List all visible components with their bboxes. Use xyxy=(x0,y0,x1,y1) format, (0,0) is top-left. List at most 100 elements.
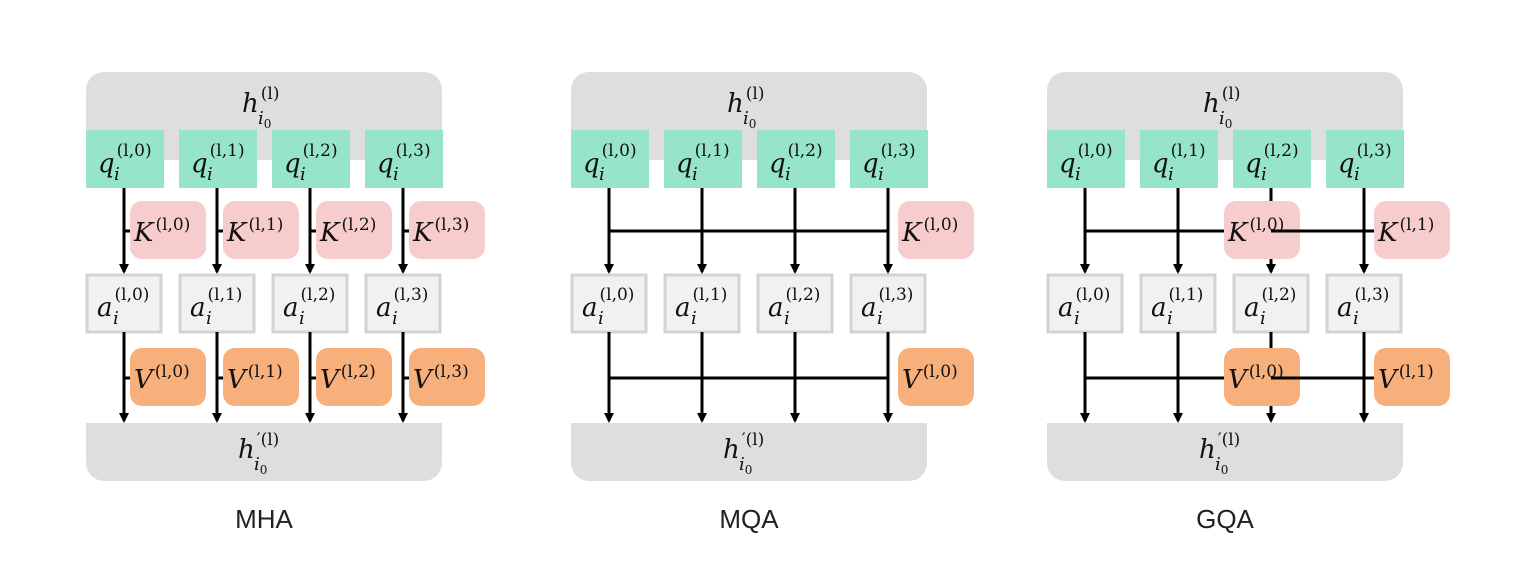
value-box-3 xyxy=(409,348,485,406)
output-base-2: a xyxy=(283,293,299,323)
output-label-3: a(l,3) xyxy=(376,285,428,323)
panel-caption: GQA xyxy=(1196,504,1254,534)
hidden-state-bottom-sub-index: 0 xyxy=(260,463,268,477)
value-label-1: V(l,1) xyxy=(1378,362,1434,395)
key-sup-1: (l,1) xyxy=(1399,215,1434,235)
hidden-state-bottom-base: h xyxy=(238,435,255,465)
output-base-2: a xyxy=(1244,293,1260,323)
value-box-0 xyxy=(130,348,206,406)
query-box-1 xyxy=(179,130,257,188)
query-sup-1: (l,1) xyxy=(1171,141,1206,161)
value-sup-3: (l,3) xyxy=(434,362,469,382)
hidden-state-top-sub-index: 0 xyxy=(264,117,272,131)
output-sup-1: (l,1) xyxy=(693,285,728,305)
output-subscript-3: i xyxy=(392,308,398,329)
output-subscript-0: i xyxy=(1074,308,1080,329)
output-label-0: a(l,0) xyxy=(97,285,149,323)
output-box-0 xyxy=(85,273,163,334)
key-box-1 xyxy=(223,201,299,259)
key-base-3: K xyxy=(412,218,434,248)
value-label-2: V(l,2) xyxy=(320,362,376,395)
query-sup-2: (l,2) xyxy=(1264,141,1299,161)
output-subscript-1: i xyxy=(691,308,697,329)
value-base-0: V xyxy=(1228,365,1249,395)
query-sub-0: i xyxy=(599,164,605,185)
key-label-2: K(l,2) xyxy=(319,215,376,248)
output-sup-0: (l,0) xyxy=(600,285,635,305)
output-subscript-1: i xyxy=(206,308,212,329)
hidden-state-bottom-block-square xyxy=(86,423,442,453)
key-box-1 xyxy=(1374,201,1450,259)
key-box-0 xyxy=(130,201,206,259)
query-box-2 xyxy=(272,130,350,188)
hidden-state-bottom-sup: ′(l) xyxy=(257,430,280,450)
hidden-state-top-sup: (l) xyxy=(261,84,280,104)
output-sup-1: (l,1) xyxy=(1169,285,1204,305)
output-sup-0: (l,0) xyxy=(115,285,150,305)
query-label-0: q(l,0) xyxy=(583,141,637,179)
query-sub-3: i xyxy=(878,164,884,185)
value-label-1: V(l,1) xyxy=(227,362,283,395)
query-subscript-3: i xyxy=(1354,164,1360,185)
query-sub-3: i xyxy=(1354,164,1360,185)
query-base-2: q xyxy=(1245,149,1262,179)
output-base-3: a xyxy=(861,293,877,323)
query-sup-2: (l,2) xyxy=(788,141,823,161)
key-sup-3: (l,3) xyxy=(434,215,469,235)
output-sub-0: i xyxy=(113,308,119,329)
query-box-2 xyxy=(757,130,835,188)
hidden-state-bottom-label: h′(l) xyxy=(1199,430,1240,465)
value-base-2: V xyxy=(320,365,341,395)
query-sub-2: i xyxy=(1261,164,1267,185)
query-sup-0: (l,0) xyxy=(602,141,637,161)
hidden-state-top-label: h(l) xyxy=(1203,84,1240,119)
query-subscript-1: i xyxy=(1168,164,1174,185)
value-label-0: V(l,0) xyxy=(902,362,958,395)
hidden-state-bottom-subscript: i0 xyxy=(739,454,752,477)
query-box-2 xyxy=(1233,130,1311,188)
output-subscript-2: i xyxy=(1260,308,1266,329)
query-base-1: q xyxy=(191,149,208,179)
value-sup-0: (l,0) xyxy=(155,362,190,382)
hidden-state-bottom-sub-index: 0 xyxy=(1221,463,1229,477)
output-base-1: a xyxy=(190,293,206,323)
hidden-state-top-block xyxy=(571,72,927,160)
hidden-state-top-sub-index: 0 xyxy=(1225,117,1233,131)
hidden-state-bottom-subscript: i0 xyxy=(254,454,267,477)
query-subscript-3: i xyxy=(393,164,399,185)
query-subscript-0: i xyxy=(1075,164,1081,185)
query-sup-0: (l,0) xyxy=(1078,141,1113,161)
key-box-2 xyxy=(316,201,392,259)
query-sub-0: i xyxy=(114,164,120,185)
hidden-state-top-sub: i xyxy=(743,108,749,129)
value-base-0: V xyxy=(134,365,155,395)
key-label-0: K(l,0) xyxy=(133,215,190,248)
output-sub-1: i xyxy=(206,308,212,329)
query-sup-3: (l,3) xyxy=(881,141,916,161)
hidden-state-bottom-sub-index: 0 xyxy=(745,463,753,477)
query-box-1 xyxy=(664,130,742,188)
hidden-state-bottom-subscript: i0 xyxy=(1215,454,1228,477)
output-label-3: a(l,3) xyxy=(861,285,913,323)
output-box-0 xyxy=(570,273,648,334)
output-label-2: a(l,2) xyxy=(768,285,820,323)
query-label-1: q(l,1) xyxy=(191,141,245,179)
query-sup-3: (l,3) xyxy=(396,141,431,161)
hidden-state-top-sub: i xyxy=(1219,108,1225,129)
query-sub-1: i xyxy=(207,164,213,185)
output-sup-3: (l,3) xyxy=(394,285,429,305)
hidden-state-top-sub-index: 0 xyxy=(749,117,757,131)
query-box-0 xyxy=(1047,130,1125,188)
hidden-state-top-label: h(l) xyxy=(727,84,764,119)
query-base-0: q xyxy=(98,149,115,179)
hidden-state-top-subscript: i0 xyxy=(743,108,756,131)
query-label-0: q(l,0) xyxy=(98,141,152,179)
query-box-0 xyxy=(571,130,649,188)
value-box-2 xyxy=(316,348,392,406)
output-base-1: a xyxy=(675,293,691,323)
value-label-0: V(l,0) xyxy=(134,362,190,395)
query-box-1 xyxy=(1140,130,1218,188)
hidden-state-bottom-sub: i xyxy=(739,454,745,475)
output-sub-3: i xyxy=(1353,308,1359,329)
output-box-3 xyxy=(849,273,927,334)
